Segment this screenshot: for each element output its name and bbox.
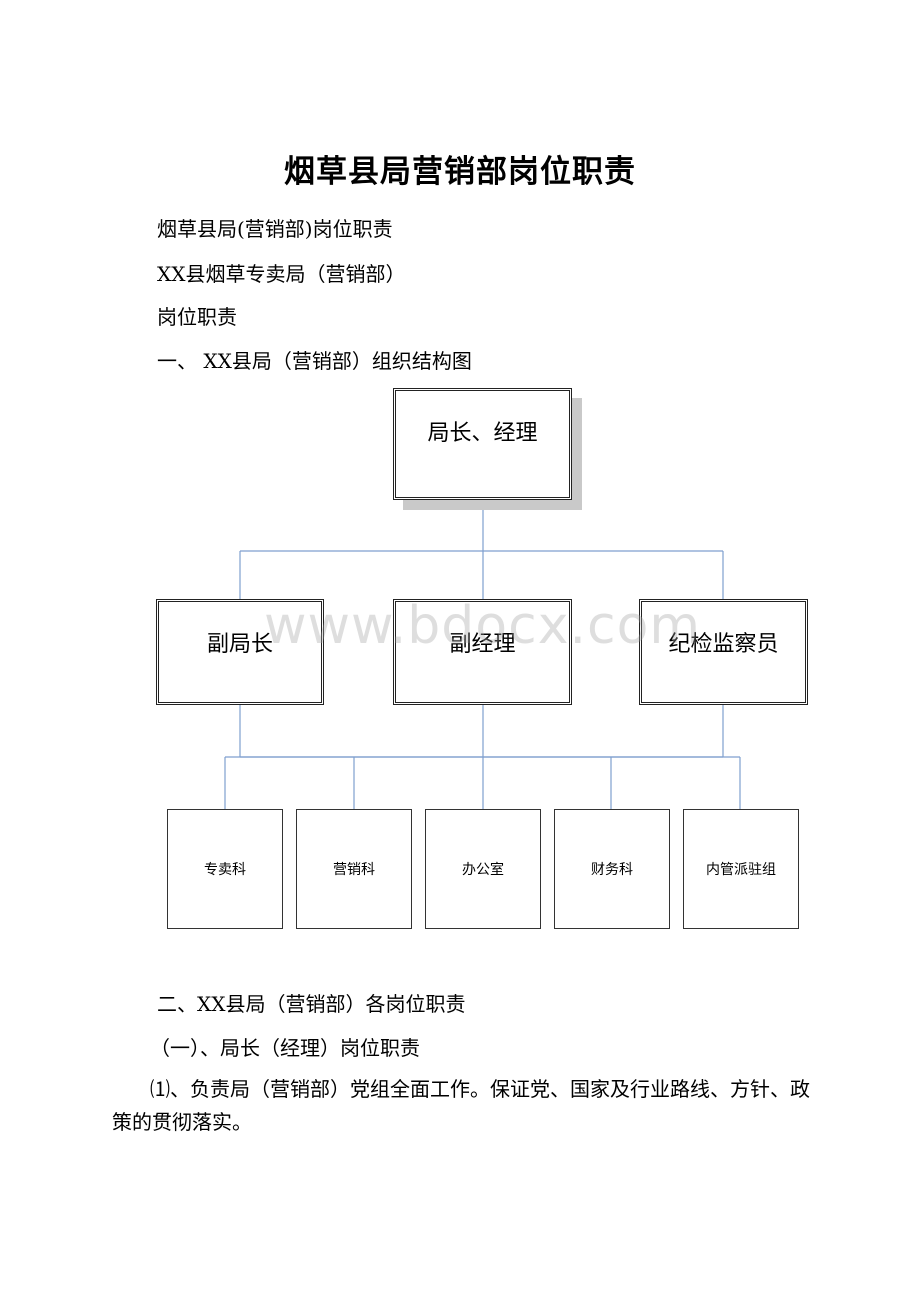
section-2-heading: 二、XX县局（营销部）各岗位职责 bbox=[157, 992, 466, 1016]
section-1-heading: 一、 XX县局（营销部）组织结构图 bbox=[157, 349, 472, 373]
org-node-monopoly-section: 专卖科 bbox=[167, 809, 283, 929]
org-name-line: XX县烟草专卖局（营销部） bbox=[157, 262, 406, 286]
org-node-discipline-inspector: 纪检监察员 bbox=[639, 599, 808, 705]
org-node-marketing-section: 营销科 bbox=[296, 809, 412, 929]
doc-subtitle: 烟草县局(营销部)岗位职责 bbox=[157, 217, 393, 241]
org-chart: 局长、经理 副局长 副经理 纪检监察员 专卖科 营销科 办公室 财务科 内管派驻… bbox=[150, 383, 815, 938]
org-node-label: 副经理 bbox=[449, 632, 516, 657]
duty-heading: 岗位职责 bbox=[157, 305, 237, 329]
org-node-label: 办公室 bbox=[462, 862, 504, 878]
org-node-director: 局长、经理 bbox=[393, 388, 572, 500]
page-title: 烟草县局营销部岗位职责 bbox=[284, 154, 636, 190]
org-node-label: 财务科 bbox=[591, 862, 633, 878]
subsection-1-heading: （一）、局长（经理）岗位职责 bbox=[150, 1036, 420, 1060]
org-node-label: 副局长 bbox=[206, 632, 273, 657]
org-node-label: 内管派驻组 bbox=[706, 862, 776, 878]
org-node-deputy-manager: 副经理 bbox=[393, 599, 572, 705]
org-node-label: 局长、经理 bbox=[427, 421, 538, 446]
org-node-finance-section: 财务科 bbox=[554, 809, 670, 929]
org-node-internal-audit-group: 内管派驻组 bbox=[683, 809, 799, 929]
org-chart-connectors bbox=[224, 500, 741, 809]
duty-paragraph: ⑴、负责局（营销部）党组全面工作。保证党、国家及行业路线、方针、政策的贯彻落实。 bbox=[112, 1077, 810, 1134]
org-node-deputy-director: 副局长 bbox=[156, 599, 324, 705]
org-node-label: 营销科 bbox=[333, 862, 375, 878]
org-node-label: 纪检监察员 bbox=[668, 632, 779, 657]
org-node-label: 专卖科 bbox=[204, 862, 246, 878]
org-node-office: 办公室 bbox=[425, 809, 541, 929]
